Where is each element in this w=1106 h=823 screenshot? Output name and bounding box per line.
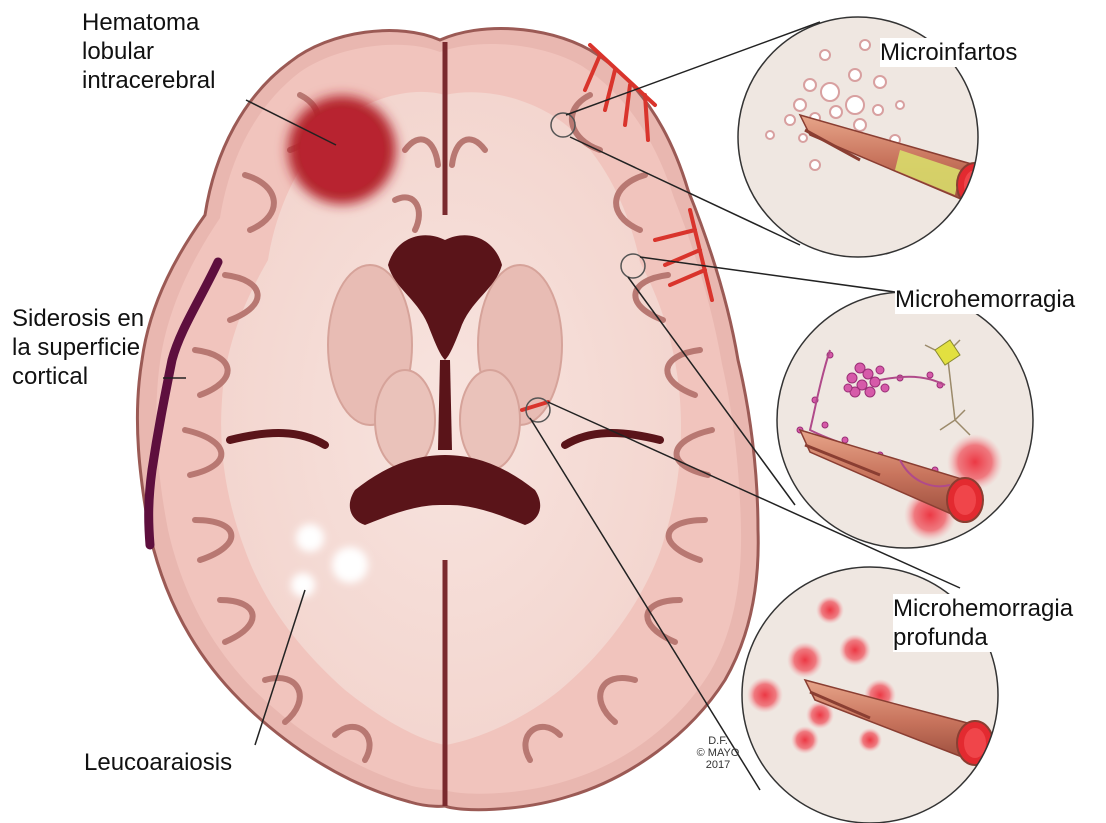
label-siderosis-line-2: la superficie (12, 333, 144, 362)
label-microhemorragia-profunda: Microhemorragia profunda (893, 594, 1073, 652)
credit-line-1: D.F. (688, 735, 748, 747)
label-hematoma: Hematoma lobular intracerebral (82, 8, 215, 95)
label-microinfartos: Microinfartos (880, 38, 1017, 67)
label-hematoma-line-1: Hematoma (82, 8, 215, 37)
lobular-hematoma-core (300, 108, 384, 192)
label-siderosis-line-1: Siderosis en (12, 304, 144, 333)
label-siderosis: Siderosis en la superficie cortical (12, 304, 144, 391)
label-hematoma-line-3: intracerebral (82, 66, 215, 95)
label-microhemorragia: Microhemorragia (895, 285, 1075, 314)
label-microhemorragia-profunda-line-1: Microhemorragia (893, 594, 1073, 623)
left-thalamus (375, 370, 435, 470)
inset-microhemorragia (777, 292, 1033, 548)
right-thalamus (460, 370, 520, 470)
third-ventricle (438, 360, 452, 450)
label-microhemorragia-profunda-line-2: profunda (893, 623, 1073, 652)
credit-line-3: 2017 (688, 759, 748, 771)
brain-axial-section (137, 29, 758, 810)
credit-line-2: © MAYO (688, 747, 748, 759)
label-siderosis-line-3: cortical (12, 362, 144, 391)
label-leucoaraiosis: Leucoaraiosis (84, 748, 232, 777)
copyright-credit: D.F. © MAYO 2017 (688, 735, 748, 771)
label-hematoma-line-2: lobular (82, 37, 215, 66)
